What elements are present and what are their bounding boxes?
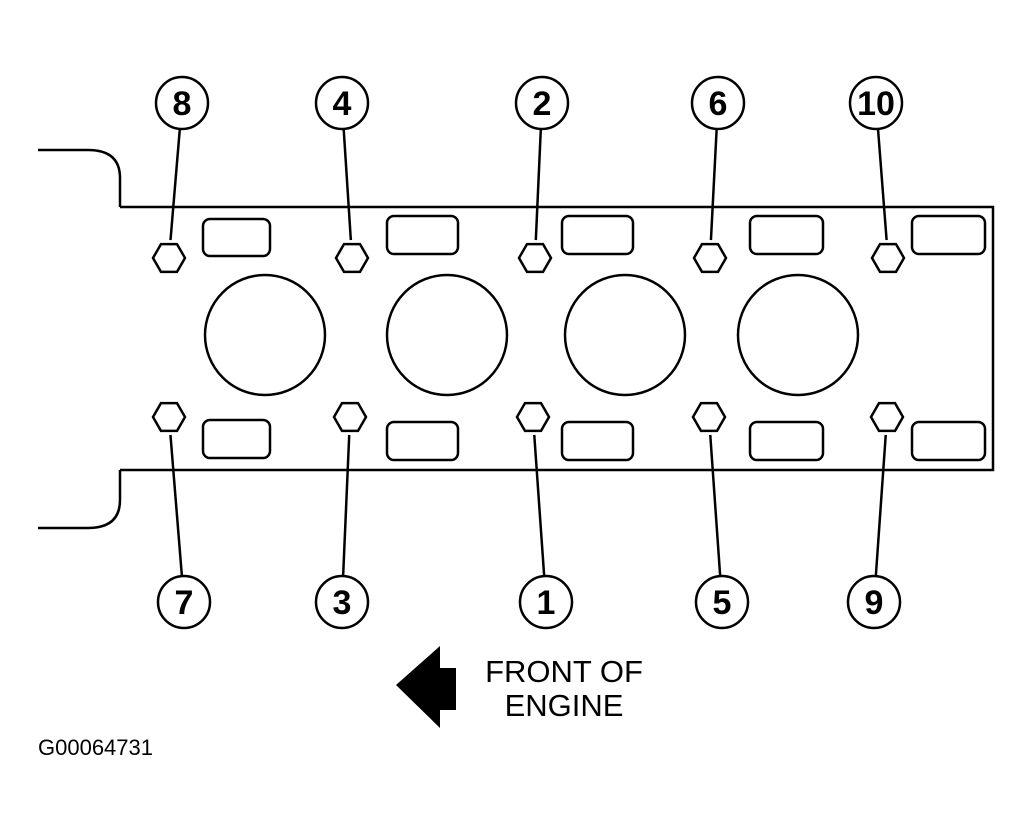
leader-line <box>874 434 887 577</box>
head-outline-top-lip <box>38 148 122 207</box>
leader-line <box>709 434 722 577</box>
bolt-sequence-number: 6 <box>709 85 728 123</box>
direction-label-line1: FRONT OF <box>485 654 643 689</box>
leader-line <box>169 128 182 241</box>
bolt-sequence-number: 9 <box>865 584 884 622</box>
bolt-sequence-number: 2 <box>533 85 552 123</box>
bolt-callout-circle <box>518 574 574 630</box>
leader-line <box>169 434 184 577</box>
head-bolt-icon <box>691 401 727 433</box>
leader-line <box>342 128 353 241</box>
bolt-sequence-number: 8 <box>173 85 192 123</box>
coolant-port <box>560 420 635 462</box>
head-bolt-icon <box>870 242 906 274</box>
coolant-port <box>748 214 825 256</box>
leader-line <box>709 128 718 241</box>
bolt-callout-circle <box>156 574 212 630</box>
bolt-callout-circle <box>314 75 370 131</box>
head-bolt-icon <box>151 401 187 433</box>
leader-line <box>341 434 351 577</box>
direction-label-line2: ENGINE <box>505 688 624 723</box>
bolt-callout-circle <box>314 574 370 630</box>
cylinder-bore-3 <box>563 273 687 397</box>
bolt-sequence-number: 4 <box>333 85 352 123</box>
bolt-sequence-number: 5 <box>713 584 732 622</box>
bolt-callout-circle <box>514 75 570 131</box>
coolant-port <box>201 418 272 460</box>
coolant-port <box>385 420 460 462</box>
coolant-port <box>201 217 272 258</box>
head-outline <box>120 205 995 472</box>
bolt-callout-circle <box>694 574 750 630</box>
leader-line <box>534 128 543 241</box>
bolt-sequence-number: 3 <box>333 584 352 622</box>
coolant-port <box>560 214 635 256</box>
bolt-sequence-number: 10 <box>857 85 895 123</box>
cylinder-bore-4 <box>736 273 860 397</box>
bolt-sequence-number: 1 <box>537 584 556 622</box>
head-bolt-icon <box>332 401 368 433</box>
bolt-callout-circle <box>846 574 902 630</box>
coolant-port <box>385 214 460 256</box>
bolt-sequence-number: 7 <box>175 584 194 622</box>
bolt-callout-circle <box>690 75 746 131</box>
head-bolt-icon <box>334 242 370 274</box>
head-bolt-icon <box>151 242 187 274</box>
bolt-callout-circle <box>154 75 210 131</box>
head-bolt-icon <box>869 401 905 433</box>
coolant-port <box>910 214 987 256</box>
cylinder-bore-2 <box>385 273 509 397</box>
head-bolt-icon <box>515 401 551 433</box>
coolant-port <box>748 420 825 462</box>
cylinder-bore-1 <box>203 273 327 397</box>
leader-line <box>876 128 888 241</box>
bolt-callout-circle <box>848 75 904 131</box>
head-outline-bottom-lip <box>38 470 122 530</box>
head-bolt-icon <box>692 242 728 274</box>
coolant-port <box>910 420 987 462</box>
figure-id: G00064731 <box>38 735 153 760</box>
leader-line <box>533 434 546 577</box>
head-bolt-icon <box>517 242 553 274</box>
left-arrow-icon <box>396 646 456 728</box>
